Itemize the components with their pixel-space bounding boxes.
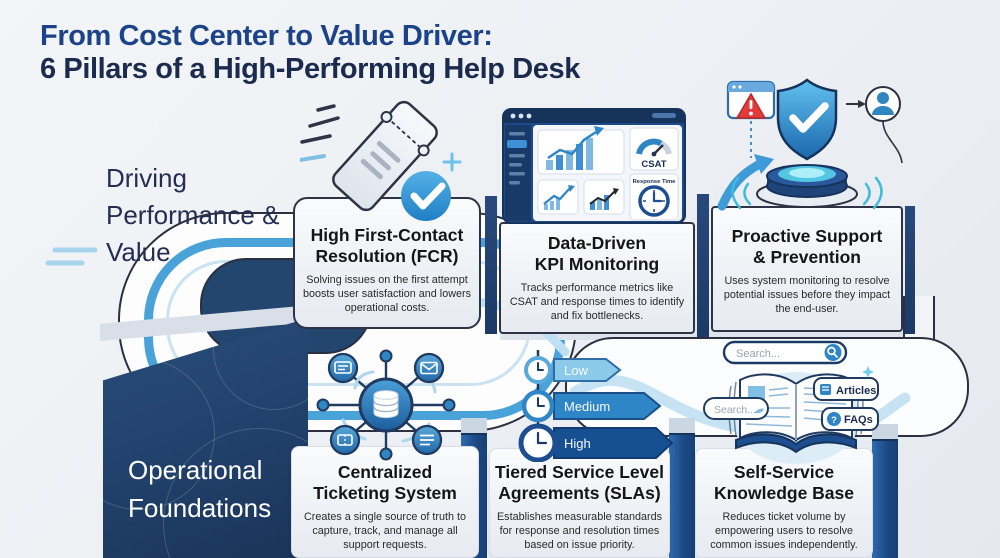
driving-performance-label: Driving Performance & Value (106, 163, 280, 267)
trend-chart-tile (583, 179, 625, 215)
pillar-cap (669, 418, 695, 435)
pillar-card-description: Tracks performance metrics like CSAT and… (509, 282, 685, 323)
pillar-card-description: Uses system monitoring to resolve potent… (723, 275, 891, 316)
shield-check-icon (776, 78, 838, 161)
pillar-card-title: Centralized Ticketing System (313, 462, 457, 503)
svg-text:?: ? (831, 415, 837, 426)
page-title-line2: 6 Pillars of a High-Performing Help Desk (40, 53, 580, 86)
knowledge-book-icon: Search... Articles ? FAQs (703, 340, 879, 464)
end-user-icon (865, 86, 903, 164)
pillar-card-description: Reduces ticket volume by empowering user… (710, 511, 858, 552)
sla-high-label: High (564, 436, 591, 451)
pillar-card-title: Tiered Service Level Agreements (SLAs) (495, 462, 664, 503)
pillar-card-title: High First-Contact Resolution (FCR) (310, 225, 464, 266)
articles-label: Articles (836, 385, 876, 397)
check-circle-icon (401, 171, 451, 221)
chat-card-node-icon (327, 352, 359, 384)
pillar-card-knowledge-base: Self-Service Knowledge Base Reduces tick… (695, 448, 873, 558)
pillar-card-proactive: Proactive Support & Prevention Uses syst… (711, 206, 903, 332)
blue-pillar-graphic (669, 418, 695, 558)
email-node-icon (413, 352, 445, 384)
arrow-icon (858, 100, 866, 108)
quill-icon (754, 408, 764, 414)
sidebar-menu (505, 125, 531, 221)
sla-tier-low: Low (524, 356, 622, 384)
sparkle-icon (862, 366, 874, 378)
ticket-graphic (332, 100, 438, 212)
faqs-tag: ? FAQs (821, 407, 879, 431)
hub-database-icon (316, 349, 456, 461)
bar-chart-tile (537, 126, 625, 175)
pillar-card-title: Data-Driven KPI Monitoring (534, 233, 660, 274)
pillar-card-description: Solving issues on the first attempt boos… (302, 274, 472, 315)
page-title-line1: From Cost Center to Value Driver: (40, 20, 493, 52)
csat-label: CSAT (641, 159, 666, 170)
growth-arrow-head (754, 154, 774, 174)
speed-streaks (45, 247, 98, 266)
line-chart-tile (537, 179, 579, 215)
response-time-label: Response Time (633, 179, 677, 185)
pillar-cap (872, 424, 898, 441)
pillar-card-title: Proactive Support & Prevention (731, 226, 883, 267)
sla-tier-medium: Medium (521, 389, 662, 423)
faqs-label: FAQs (844, 414, 873, 426)
operational-foundations-label: Operational Foundations (128, 455, 272, 523)
articles-tag: Articles (813, 377, 879, 401)
sla-tier-high: High (518, 423, 674, 462)
page-title: From Cost Center to Value Driver: 6 Pill… (40, 20, 580, 87)
sla-medium-label: Medium (564, 399, 610, 414)
question-icon (827, 412, 841, 426)
separator-wall-graphic (697, 194, 709, 337)
ticket-check-icon (300, 100, 462, 221)
pillar-card-description: Establishes measurable standards for res… (496, 511, 663, 552)
separator-wall-graphic (485, 196, 497, 334)
search-tag: Search... (703, 397, 769, 420)
pillar-card-description: Creates a single source of truth to capt… (303, 511, 467, 552)
speed-lines (300, 104, 340, 162)
pedestal-graphic (731, 164, 883, 210)
window-titlebar (503, 109, 685, 123)
search-tag-label: Search... (714, 404, 756, 416)
ticket-node-icon (329, 424, 361, 456)
sla-tiers-icon: Low Medium High (518, 350, 674, 462)
kpi-dashboard-icon: CSAT Response Time (502, 108, 686, 224)
separator-wall-graphic (905, 206, 915, 334)
pillar-card-fcr: High First-Contact Resolution (FCR) Solv… (293, 197, 481, 329)
search-placeholder: Search... (736, 348, 780, 360)
database-hub-center-icon (358, 377, 414, 433)
sparkle-icon (442, 152, 462, 172)
search-bar: Search... (722, 340, 848, 365)
alert-window-icon (726, 80, 776, 158)
pillar-card-kpi: Data-Driven KPI Monitoring Tracks perfor… (499, 222, 695, 334)
growth-arrow (717, 160, 763, 211)
pillar-card-ticketing: Centralized Ticketing System Creates a s… (291, 446, 479, 558)
pillar-cap (461, 418, 487, 435)
response-time-tile: Response Time (629, 173, 679, 221)
search-icon (824, 344, 842, 361)
pillar-card-sla: Tiered Service Level Agreements (SLAs) E… (489, 448, 670, 558)
csat-gauge-tile: CSAT (629, 127, 679, 171)
document-node-icon (411, 424, 443, 456)
pillar-card-title: Self-Service Knowledge Base (713, 462, 855, 503)
sla-low-label: Low (564, 363, 588, 378)
shield-monitoring-icon (717, 78, 903, 211)
blue-pillar-graphic (872, 424, 898, 558)
